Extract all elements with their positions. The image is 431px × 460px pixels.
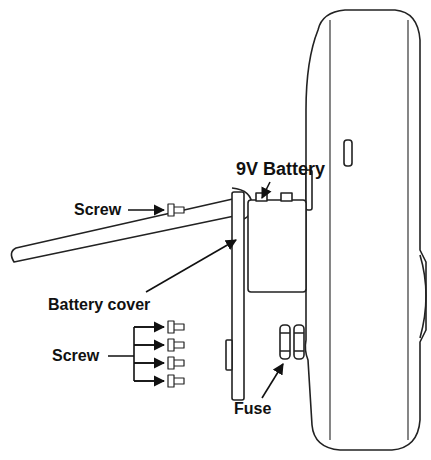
part-label: Screw <box>52 347 99 365</box>
housing-seam <box>329 20 330 440</box>
tilt-stand <box>11 196 246 262</box>
housing-seam <box>407 20 408 440</box>
battery <box>248 200 306 292</box>
battery-terminal <box>281 193 292 201</box>
fuse <box>294 325 304 359</box>
part-label: Screw <box>74 201 121 219</box>
leader-lines <box>108 182 283 398</box>
screws <box>168 204 184 387</box>
side-button <box>344 140 352 166</box>
fuse-caps <box>280 333 304 351</box>
rotary-knob <box>420 255 426 338</box>
part-label: Fuse <box>234 400 271 418</box>
battery-terminal <box>256 193 267 201</box>
part-label: 9V Battery <box>236 160 325 180</box>
battery-cover <box>232 192 244 400</box>
meter-housing <box>305 10 426 450</box>
cover-latch <box>226 340 232 370</box>
part-label: Battery cover <box>48 296 150 314</box>
fuse <box>280 325 290 359</box>
